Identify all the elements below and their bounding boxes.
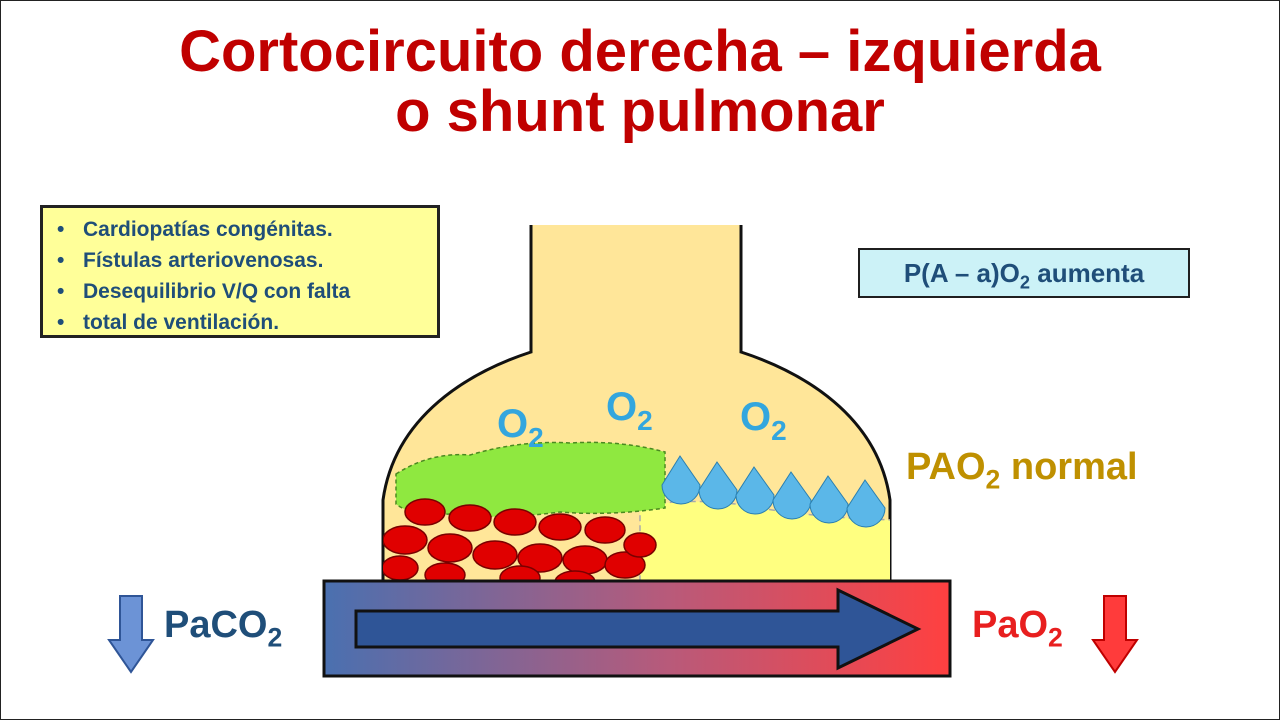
red-blood-cells (383, 498, 657, 585)
green-cell-band (395, 441, 666, 518)
title-line-1: Cortocircuito derecha – izquierda (179, 19, 1101, 84)
causes-list: Cardiopatías congénitas. Fístulas arteri… (55, 214, 427, 338)
paco2-label: PaCO2 (164, 604, 283, 653)
oxygen-label: O2 (497, 402, 544, 453)
pao2-label: PaO2 (972, 604, 1063, 653)
slide-title: Cortocircuito derecha – izquierda o shun… (0, 22, 1280, 142)
alveolar-pao2-label: PAO2 normal (906, 446, 1138, 495)
down-arrow-icon (1091, 595, 1139, 674)
title-line-2: o shunt pulmonar (395, 79, 885, 144)
flow-arrow (354, 587, 922, 671)
oxygen-label: O2 (740, 395, 787, 446)
cause-item: Fístulas arteriovenosas. (57, 245, 427, 276)
causes-box: Cardiopatías congénitas. Fístulas arteri… (40, 205, 440, 338)
cause-item: Desequilibrio V/Q con falta (57, 276, 427, 307)
gradient-box: P(A – a)O2 aumenta (858, 248, 1190, 298)
cause-item: Cardiopatías congénitas. (57, 214, 427, 245)
cause-item-continuation: total de ventilación. (57, 307, 427, 338)
gradient-label: P(A – a)O2 aumenta (903, 257, 1145, 292)
blue-drop-row (661, 455, 886, 528)
oxygen-label: O2 (606, 385, 653, 436)
down-arrow-icon (107, 595, 155, 674)
